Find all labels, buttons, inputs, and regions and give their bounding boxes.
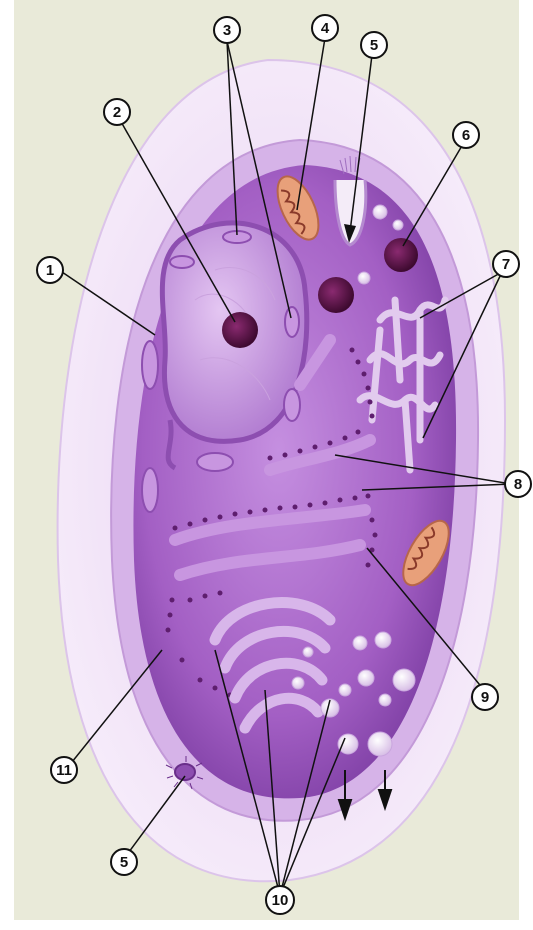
callout-1: 1	[37, 257, 63, 283]
callout-5-bottom: 5	[111, 849, 137, 875]
secretory-granule-1	[384, 238, 418, 272]
callout-7: 7	[493, 251, 519, 277]
callout-label-5-top: 5	[370, 37, 378, 54]
callout-label-11: 11	[56, 762, 72, 779]
callout-11: 11	[51, 757, 77, 783]
callout-5-top: 5	[361, 32, 387, 58]
callout-label-4: 4	[321, 20, 330, 37]
callout-label-1: 1	[46, 262, 54, 279]
secretory-granule-2	[318, 277, 354, 313]
callout-label-2: 2	[113, 104, 121, 121]
nucleolus	[222, 312, 258, 348]
callout-label-8: 8	[514, 476, 522, 493]
callout-label-9: 9	[481, 689, 489, 706]
callout-4: 4	[312, 15, 338, 41]
callout-10: 10	[266, 886, 294, 914]
callout-8: 8	[505, 471, 531, 497]
callout-label-6: 6	[462, 127, 470, 144]
callout-3: 3	[214, 17, 240, 43]
callout-label-3: 3	[223, 22, 231, 39]
callout-9: 9	[472, 684, 498, 710]
callout-6: 6	[453, 122, 479, 148]
callout-label-5-bottom: 5	[120, 854, 128, 871]
callout-label-10: 10	[272, 892, 289, 909]
callout-2: 2	[104, 99, 130, 125]
callout-label-7: 7	[502, 256, 510, 273]
